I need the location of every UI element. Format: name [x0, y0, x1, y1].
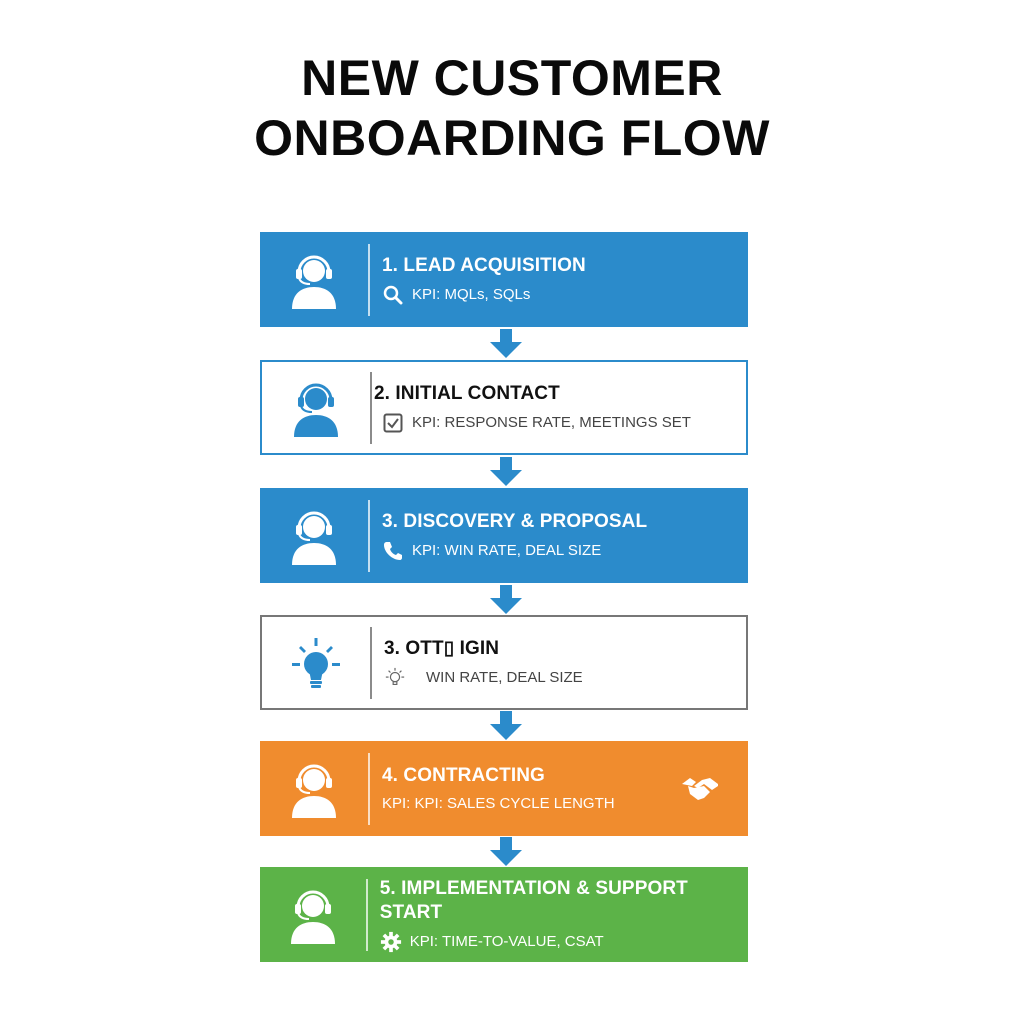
arrow-down-icon: [490, 711, 522, 740]
gear-icon: [380, 931, 402, 953]
arrow-down-icon: [490, 585, 522, 614]
checkbox-icon: [382, 412, 404, 434]
lightbulb-outline-icon: [384, 667, 406, 689]
handshake-icon: [682, 777, 718, 800]
headset-person-icon: [292, 511, 336, 565]
step-discovery-proposal: 3. DISCOVERY & PROPOSAL KPI: WIN RATE, D…: [260, 488, 748, 583]
step-title: 5. IMPLEMENTATION & SUPPORT START: [379, 877, 688, 923]
arrow-down-icon: [490, 329, 522, 358]
step-kpi: KPI: MQLs, SQLs: [412, 285, 531, 303]
arrow-down-icon: [490, 457, 522, 486]
step-contracting: 4. CONTRACTING KPI: KPI: SALES CYCLE LEN…: [260, 741, 748, 836]
divider: [365, 878, 368, 951]
step-kpi: WIN RATE, DEAL SIZE: [426, 668, 583, 686]
step-kpi: KPI: TIME-TO-VALUE, CSAT: [409, 932, 604, 950]
step-kpi: KPI: KPI: SALES CYCLE LENGTH: [382, 794, 615, 812]
page-title: NEW CUSTOMER ONBOARDING FLOW: [0, 48, 1024, 168]
headset-person-icon: [292, 764, 336, 818]
step-kpi: KPI: RESPONSE RATE, MEETINGS SET: [412, 413, 691, 431]
divider: [368, 752, 370, 825]
title-line-2: ONBOARDING FLOW: [254, 110, 770, 166]
step-initial-contact: 2. INITIAL CONTACT KPI: RESPONSE RATE, M…: [260, 360, 748, 455]
step-kpi: KPI: WIN RATE, DEAL SIZE: [412, 541, 602, 559]
step-title: 2. INITIAL CONTACT: [374, 382, 560, 404]
step-title: 3. DISCOVERY & PROPOSAL: [382, 510, 648, 532]
step-implementation-support: 5. IMPLEMENTATION & SUPPORT START KPI: T…: [260, 867, 748, 962]
headset-person-icon: [292, 255, 336, 309]
divider: [368, 499, 370, 572]
step-origin: 3. OTT▯ IGIN WIN RATE, DEAL SIZE: [260, 615, 748, 710]
divider: [370, 371, 372, 444]
headset-person-icon: [290, 890, 335, 944]
arrow-down-icon: [490, 837, 522, 866]
divider: [370, 626, 372, 699]
phone-icon: [382, 540, 404, 562]
step-title: 3. OTT▯ IGIN: [384, 637, 500, 659]
title-line-1: NEW CUSTOMER: [301, 50, 723, 106]
divider: [368, 243, 370, 316]
step-title: 4. CONTRACTING: [382, 764, 545, 786]
search-icon: [382, 284, 404, 306]
headset-person-icon: [294, 383, 338, 437]
lightbulb-icon: [292, 637, 340, 688]
step-lead-acquisition: 1. LEAD ACQUISITION KPI: MQLs, SQLs: [260, 232, 748, 327]
step-title: 1. LEAD ACQUISITION: [382, 254, 586, 276]
